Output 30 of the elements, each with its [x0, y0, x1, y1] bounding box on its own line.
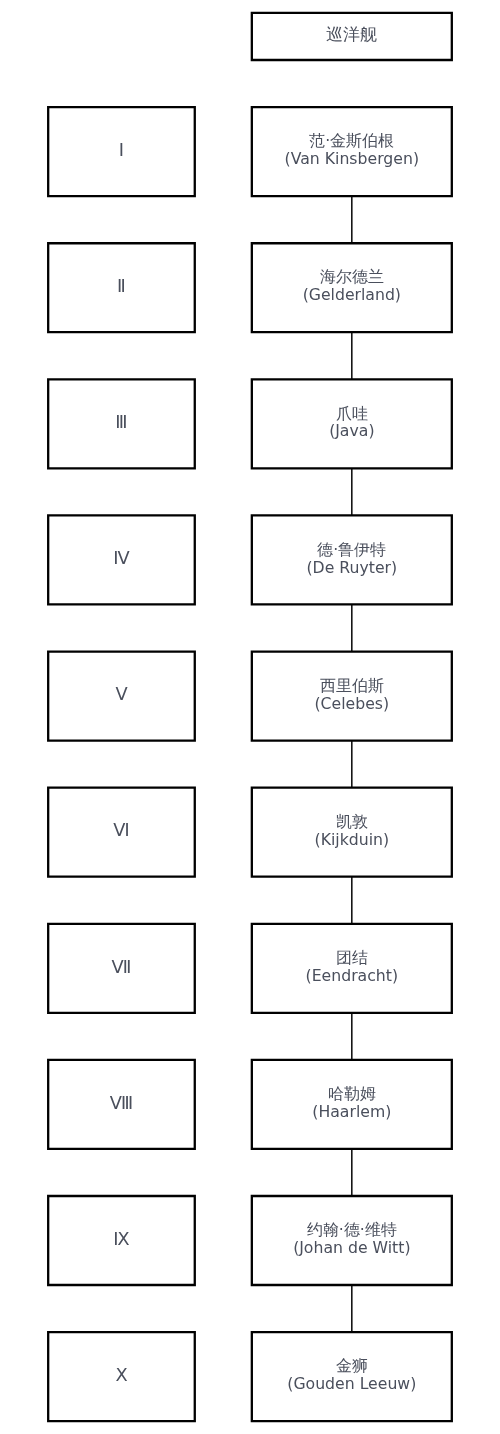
node-box: Ⅳ [47, 514, 196, 606]
connector [351, 603, 353, 652]
node-box: 巡洋舰 [250, 11, 453, 62]
node-box: Ⅹ [47, 1330, 196, 1423]
node-box: Ⅵ [47, 786, 196, 878]
node-box: Ⅴ [47, 650, 196, 742]
connector [351, 876, 353, 925]
connector [351, 1148, 353, 1197]
node-box: 凯敦 (Kijkduin) [250, 786, 453, 878]
node-box: 西里伯斯 (Celebes) [250, 650, 453, 742]
node-box: Ⅷ [47, 1058, 196, 1151]
node-box: Ⅲ [47, 378, 196, 470]
connector [351, 739, 353, 789]
node-box: Ⅰ [47, 105, 196, 198]
connector [351, 467, 353, 516]
node-box: 范·金斯伯根 (Van Kinsbergen) [250, 105, 453, 198]
connector [351, 1284, 353, 1333]
node-box: 哈勒姆 (Haarlem) [250, 1058, 453, 1151]
node-box: Ⅸ [47, 1194, 196, 1287]
node-box: Ⅶ [47, 922, 196, 1014]
node-box: 德·鲁伊特 (De Ruyter) [250, 514, 453, 606]
node-box: 约翰·德·维特 (Johan de Witt) [250, 1194, 453, 1287]
node-box: Ⅱ [47, 242, 196, 334]
connector [351, 331, 353, 380]
node-box: 金狮 (Gouden Leeuw) [250, 1330, 453, 1423]
node-box: 团结 (Eendracht) [250, 922, 453, 1014]
node-box: 爪哇 (Java) [250, 378, 453, 470]
connector [351, 1012, 353, 1061]
connector [351, 195, 353, 244]
node-box: 海尔德兰 (Gelderland) [250, 242, 453, 334]
